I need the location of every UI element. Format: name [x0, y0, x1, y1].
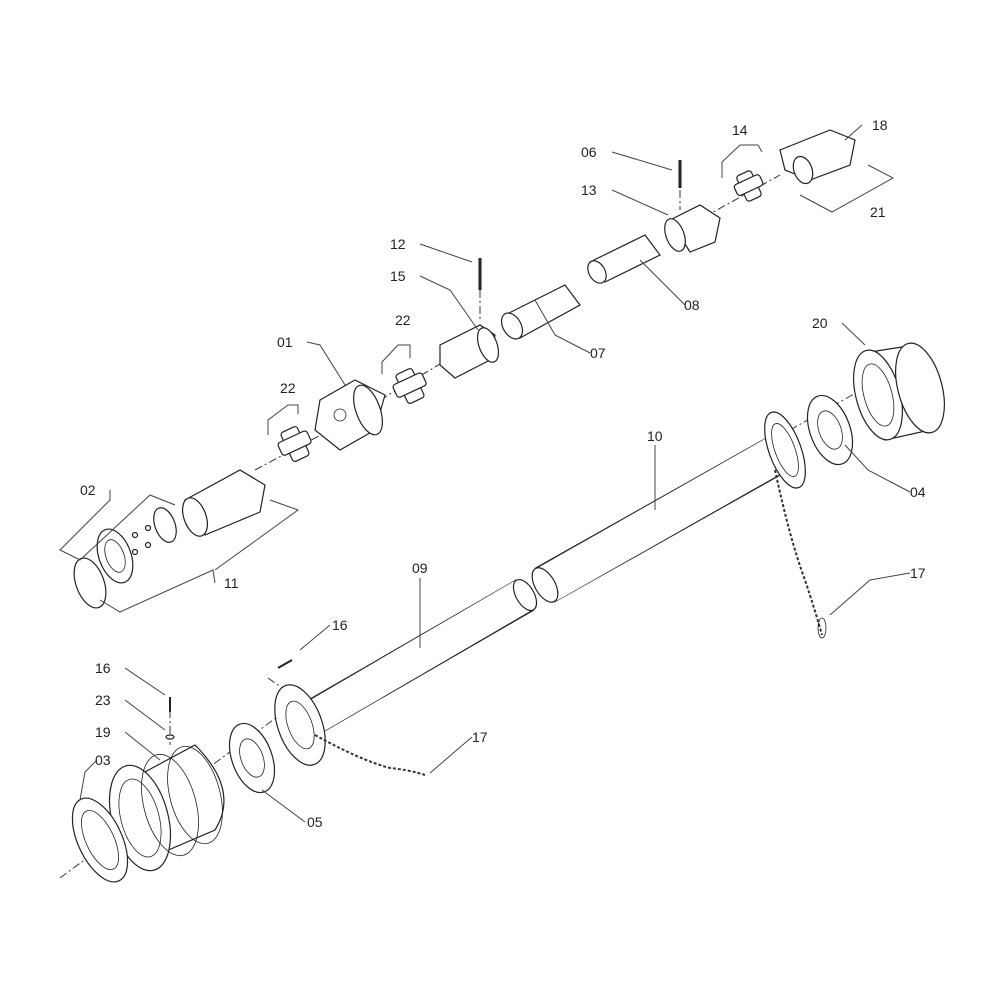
yoke-assembly-11 [73, 469, 266, 609]
universal-cross-22b [392, 368, 427, 404]
guard-cone-19 [108, 744, 225, 872]
label-14: 14 [732, 122, 748, 138]
label-13: 13 [581, 182, 597, 198]
label-15: 15 [390, 268, 406, 284]
leader-lines [59, 124, 911, 823]
label-16: 16 [332, 617, 348, 633]
shield-cone-10 [764, 411, 806, 489]
label-22: 22 [395, 312, 411, 328]
yoke-18 [779, 129, 856, 185]
label-07: 07 [590, 345, 606, 361]
label-22b: 22 [280, 380, 296, 396]
chain-clip [817, 617, 827, 639]
flange-yoke-01 [314, 379, 386, 451]
bearing-ring-04 [806, 394, 854, 466]
label-08: 08 [684, 297, 700, 313]
label-04: 04 [910, 484, 926, 500]
label-20: 20 [812, 315, 828, 331]
label-06: 06 [581, 144, 597, 160]
label-23: 23 [95, 692, 111, 708]
label-17: 17 [910, 565, 926, 581]
safety-chain-17 [774, 469, 823, 636]
universal-cross-22a [277, 426, 312, 462]
guard-cone-20 [853, 342, 945, 441]
safety-chain-17b [314, 734, 426, 776]
label-16b: 16 [95, 660, 111, 676]
yoke-13 [664, 160, 721, 253]
label-17b: 17 [472, 729, 488, 745]
universal-cross-14 [733, 170, 764, 202]
profile-tube-08 [587, 234, 661, 284]
inner-tube-09 [290, 579, 538, 741]
label-01: 01 [277, 334, 293, 350]
outer-tube-10 [531, 432, 795, 603]
yoke-15 [439, 258, 500, 379]
flange-ring-03 [71, 797, 129, 883]
profile-tube-07 [500, 284, 581, 340]
screws [165, 659, 293, 740]
shield-cone-09 [274, 684, 326, 766]
label-18: 18 [872, 117, 888, 133]
part-labels: 06 14 18 13 21 12 15 08 22 07 01 20 22 1… [80, 117, 926, 830]
label-12: 12 [390, 236, 406, 252]
label-09: 09 [412, 560, 428, 576]
label-11: 11 [224, 575, 239, 591]
label-21: 21 [870, 204, 886, 220]
label-19: 19 [95, 724, 111, 740]
label-05: 05 [307, 814, 323, 830]
bearing-ring-05 [228, 722, 276, 794]
label-10: 10 [647, 428, 663, 444]
label-02: 02 [80, 482, 96, 498]
label-03: 03 [95, 752, 111, 768]
